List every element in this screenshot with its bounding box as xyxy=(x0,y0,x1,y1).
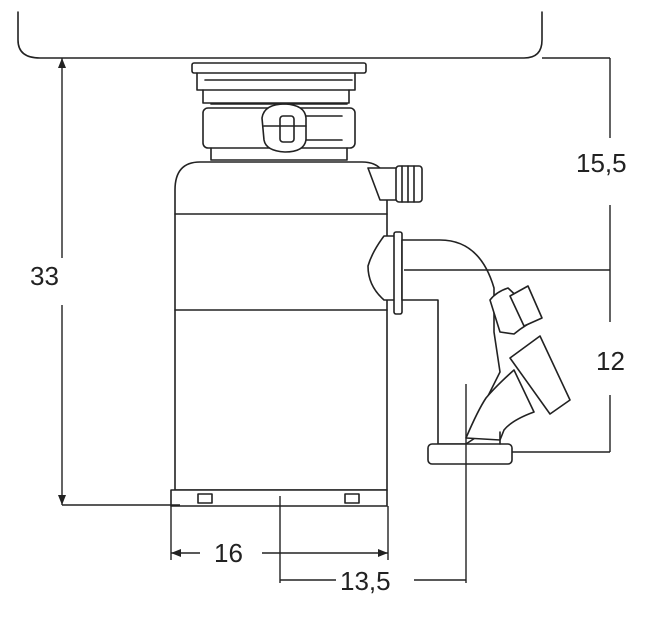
dishwasher-inlet xyxy=(367,165,423,203)
disposer-base xyxy=(170,489,388,507)
disposer-body xyxy=(174,161,388,491)
label-outlet-to-trap: 12 xyxy=(596,346,625,376)
dimension-height xyxy=(58,58,180,506)
dimension-vertical-right xyxy=(404,57,611,453)
sink-flange xyxy=(191,62,367,104)
clamp-lever xyxy=(261,103,343,153)
outlet-flange xyxy=(367,231,403,315)
dimension-center-to-trap xyxy=(279,384,467,583)
sink-bowl xyxy=(17,11,543,59)
label-inlet-to-outlet: 15,5 xyxy=(576,148,627,178)
label-total-height: 33 xyxy=(30,261,59,291)
label-center-to-trap: 13,5 xyxy=(340,566,391,596)
label-unit-width: 16 xyxy=(214,538,243,568)
dimension-width xyxy=(170,506,389,560)
discharge-trap xyxy=(401,239,571,465)
